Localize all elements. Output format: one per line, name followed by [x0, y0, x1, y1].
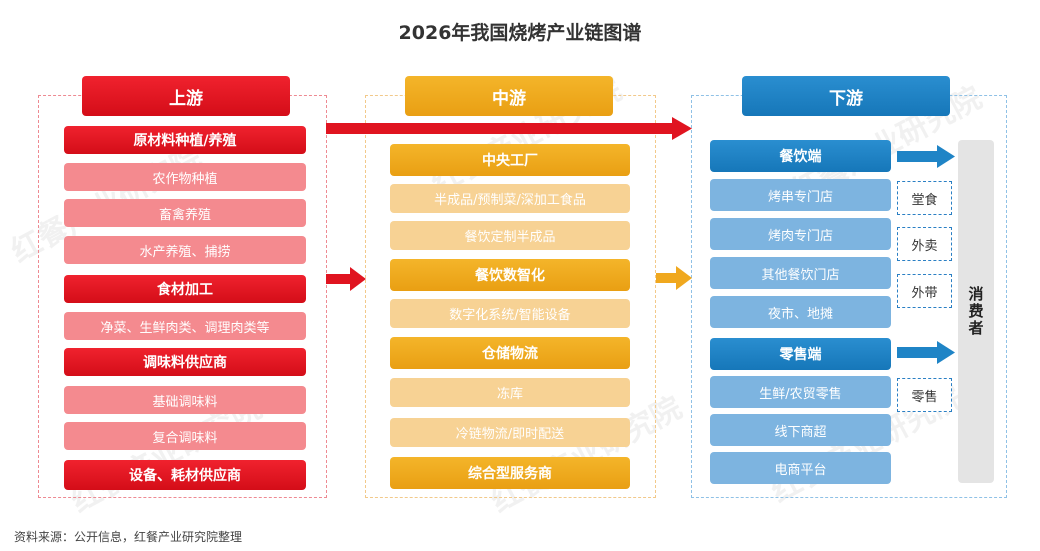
- upstream-item: 水产养殖、捕捞: [64, 236, 306, 264]
- midstream-item: 冻库: [390, 378, 630, 407]
- downstream-item: 生鲜/农贸零售: [710, 376, 891, 408]
- midstream-item: 数字化系统/智能设备: [390, 299, 630, 328]
- midstream-group-central-kitchen: 中央工厂: [390, 144, 630, 176]
- source-note: 资料来源：公开信息，红餐产业研究院整理: [14, 530, 243, 544]
- upstream-item: 净菜、生鲜肉类、调理肉类等: [64, 312, 306, 340]
- page-title: 2026年我国烧烤产业链图谱: [398, 22, 642, 44]
- upstream-to-downstream-arrow-icon: [326, 117, 692, 140]
- midstream-item: 餐饮定制半成品: [390, 221, 630, 250]
- channel-tag-dine-in: 堂食: [897, 181, 952, 215]
- channel-tag-delivery: 外卖: [897, 227, 952, 261]
- retail-to-consumer-arrow-icon: [897, 341, 955, 364]
- upstream-header: 上游: [82, 76, 290, 116]
- midstream-item: 冷链物流/即时配送: [390, 418, 630, 447]
- upstream-group-food-processing: 食材加工: [64, 275, 306, 303]
- upstream-group-seasoning: 调味料供应商: [64, 348, 306, 376]
- upstream-item: 畜禽养殖: [64, 199, 306, 227]
- downstream-item: 电商平台: [710, 452, 891, 484]
- downstream-group-retail: 零售端: [710, 338, 891, 370]
- downstream-header: 下游: [742, 76, 950, 116]
- downstream-item: 烤串专门店: [710, 179, 891, 211]
- channel-tag-takeaway: 外带: [897, 274, 952, 308]
- downstream-item: 夜市、地摊: [710, 296, 891, 328]
- upstream-item: 复合调味料: [64, 422, 306, 450]
- upstream-to-midstream-arrow-icon: [326, 267, 366, 291]
- catering-to-consumer-arrow-icon: [897, 145, 955, 168]
- downstream-group-catering: 餐饮端: [710, 140, 891, 172]
- midstream-group-digital: 餐饮数智化: [390, 259, 630, 291]
- downstream-item: 其他餐饮门店: [710, 257, 891, 289]
- upstream-item: 农作物种植: [64, 163, 306, 191]
- upstream-group-raw-materials: 原材料种植/养殖: [64, 126, 306, 154]
- upstream-item: 基础调味料: [64, 386, 306, 414]
- consumer-bar: 消费者: [958, 140, 994, 483]
- upstream-group-equipment: 设备、耗材供应商: [64, 460, 306, 490]
- downstream-item: 线下商超: [710, 414, 891, 446]
- midstream-group-logistics: 仓储物流: [390, 337, 630, 369]
- midstream-header: 中游: [405, 76, 613, 116]
- midstream-group-integrated-services: 综合型服务商: [390, 457, 630, 489]
- midstream-to-downstream-arrow-icon: [656, 266, 692, 290]
- channel-tag-retail: 零售: [897, 378, 952, 412]
- downstream-item: 烤肉专门店: [710, 218, 891, 250]
- midstream-item: 半成品/预制菜/深加工食品: [390, 184, 630, 213]
